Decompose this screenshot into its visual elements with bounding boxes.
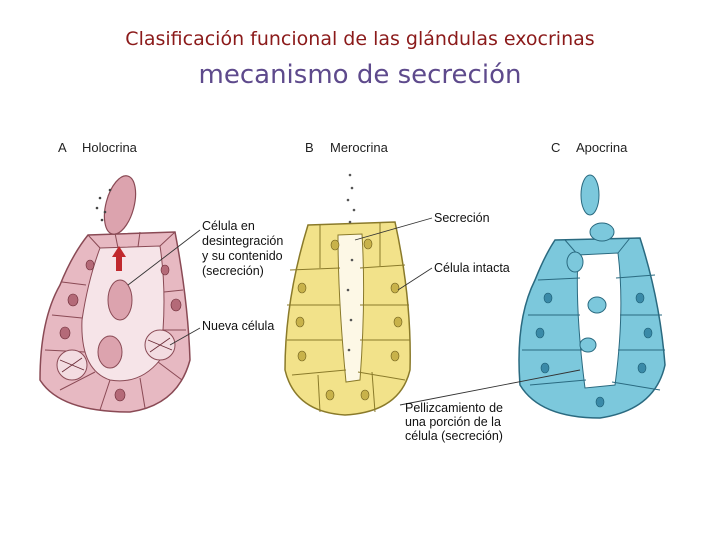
callout-intact-cell: Célula intacta (434, 261, 510, 275)
panel-a-label: Holocrina (82, 140, 138, 155)
panel-c-letter: C (551, 140, 560, 155)
callout-secretion: Secreción (434, 211, 490, 225)
slide-title: Clasificación funcional de las glándulas… (125, 28, 595, 50)
panel-c-label: Apocrina (576, 140, 628, 155)
slide-subtitle: mecanismo de secreción (198, 60, 522, 90)
merocrine-gland (284, 173, 411, 416)
callout-disintegrating-cell: Célula en desintegración y su contenido … (202, 219, 287, 278)
apocrine-gland (518, 174, 666, 419)
panel-b-letter: B (305, 140, 314, 155)
holocrine-gland (39, 175, 191, 413)
panel-a-letter: A (58, 140, 67, 155)
leader-lines (127, 217, 581, 406)
callout-new-cell: Nueva célula (202, 319, 274, 333)
panel-b-label: Merocrina (330, 140, 389, 155)
callout-pinching: Pellizcamiento de una porción de la célu… (405, 401, 506, 443)
